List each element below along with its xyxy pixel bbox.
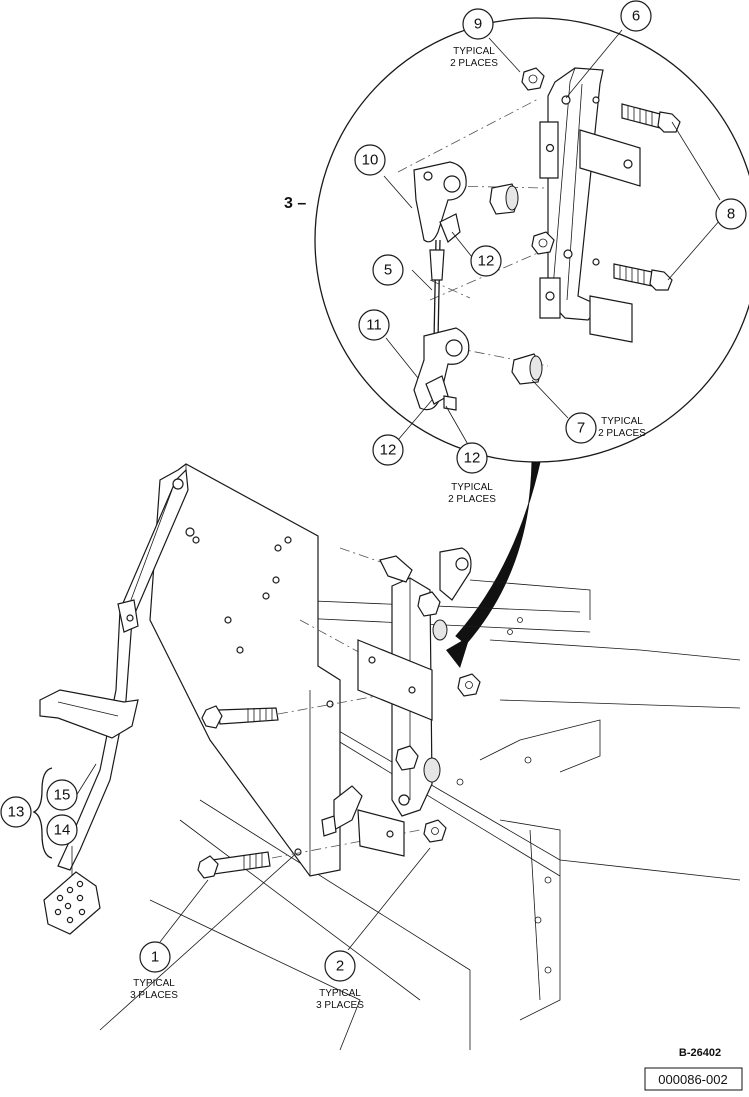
nut-9-lower — [531, 231, 555, 255]
svg-text:13: 13 — [8, 804, 25, 821]
callout-5: 5 — [372, 254, 404, 286]
svg-text:5: 5 — [384, 262, 392, 279]
cable-5 — [429, 239, 445, 341]
svg-text:14: 14 — [54, 822, 71, 839]
note-1-typical: TYPICAL — [133, 978, 175, 989]
lever-arm-10 — [413, 161, 467, 243]
nut-9-upper — [521, 67, 545, 91]
svg-text:15: 15 — [54, 787, 71, 804]
callout-7: 7 — [565, 412, 597, 444]
svg-text:10: 10 — [362, 152, 379, 169]
pedal-arm — [57, 468, 189, 871]
callout-1: 1 — [139, 941, 171, 973]
callout-12b: 12 — [372, 434, 404, 466]
upper-tab — [539, 121, 641, 187]
bolt-8-lower — [613, 263, 673, 291]
upper-linkage — [379, 547, 472, 641]
note-12-typical: TYPICAL — [451, 482, 493, 493]
callout-12a: 12 — [470, 245, 502, 277]
bushing-7-upper — [489, 183, 519, 215]
document-id-box: 000086-002 — [644, 1067, 743, 1091]
detail-arrow — [446, 461, 541, 668]
note-9-places: 2 PLACES — [450, 58, 498, 69]
callout-9: 9 — [462, 8, 494, 40]
callout-12c: 12 — [456, 442, 488, 474]
pedal-mount-plate — [149, 463, 341, 877]
bracket-assembled — [357, 577, 433, 857]
svg-text:9: 9 — [474, 16, 482, 33]
svg-text:1: 1 — [151, 949, 159, 966]
callout-6: 6 — [620, 0, 652, 32]
note-7-typical: TYPICAL — [601, 416, 643, 427]
pedal-top-15 — [39, 689, 139, 739]
callout-8: 8 — [715, 198, 747, 230]
lever-arm-11 — [413, 327, 470, 411]
svg-text:12: 12 — [478, 253, 495, 270]
bolt-8-upper — [621, 103, 681, 133]
callout-11: 11 — [358, 309, 390, 341]
svg-text:11: 11 — [366, 317, 382, 334]
callout-13: 13 — [0, 796, 32, 828]
detail-label: 3 – — [284, 195, 306, 212]
note-12-places: 2 PLACES — [448, 494, 496, 505]
bolt-1-upper — [201, 705, 279, 729]
svg-text:8: 8 — [727, 206, 735, 223]
callout-2: 2 — [324, 950, 356, 982]
nut-2-lower — [423, 819, 447, 843]
svg-text:12: 12 — [380, 442, 397, 459]
detail-view-3 — [314, 17, 749, 463]
note-1-places: 3 PLACES — [130, 990, 178, 1001]
lower-tab — [539, 277, 633, 343]
note-2-places: 3 PLACES — [316, 1000, 364, 1011]
document-id: 000086-002 — [658, 1072, 727, 1087]
svg-text:12: 12 — [464, 450, 481, 467]
svg-text:7: 7 — [577, 420, 585, 437]
svg-text:2: 2 — [336, 958, 344, 975]
nut-2-upper — [457, 673, 481, 697]
pedal-pad-14 — [43, 871, 101, 935]
mounting-bracket — [547, 67, 604, 321]
callout-15: 15 — [46, 779, 78, 811]
note-7-places: 2 PLACES — [598, 428, 646, 439]
pedal-assembly — [32, 463, 741, 1051]
svg-text:6: 6 — [632, 8, 640, 25]
lower-linkage — [321, 745, 441, 837]
bolt-1-lower — [197, 851, 271, 879]
note-9-typical: TYPICAL — [453, 46, 495, 57]
callout-10: 10 — [354, 144, 386, 176]
bushing-7-lower — [511, 353, 543, 385]
callout-14: 14 — [46, 814, 78, 846]
figure-id: B-26402 — [679, 1047, 721, 1059]
note-2-typical: TYPICAL — [319, 988, 361, 999]
